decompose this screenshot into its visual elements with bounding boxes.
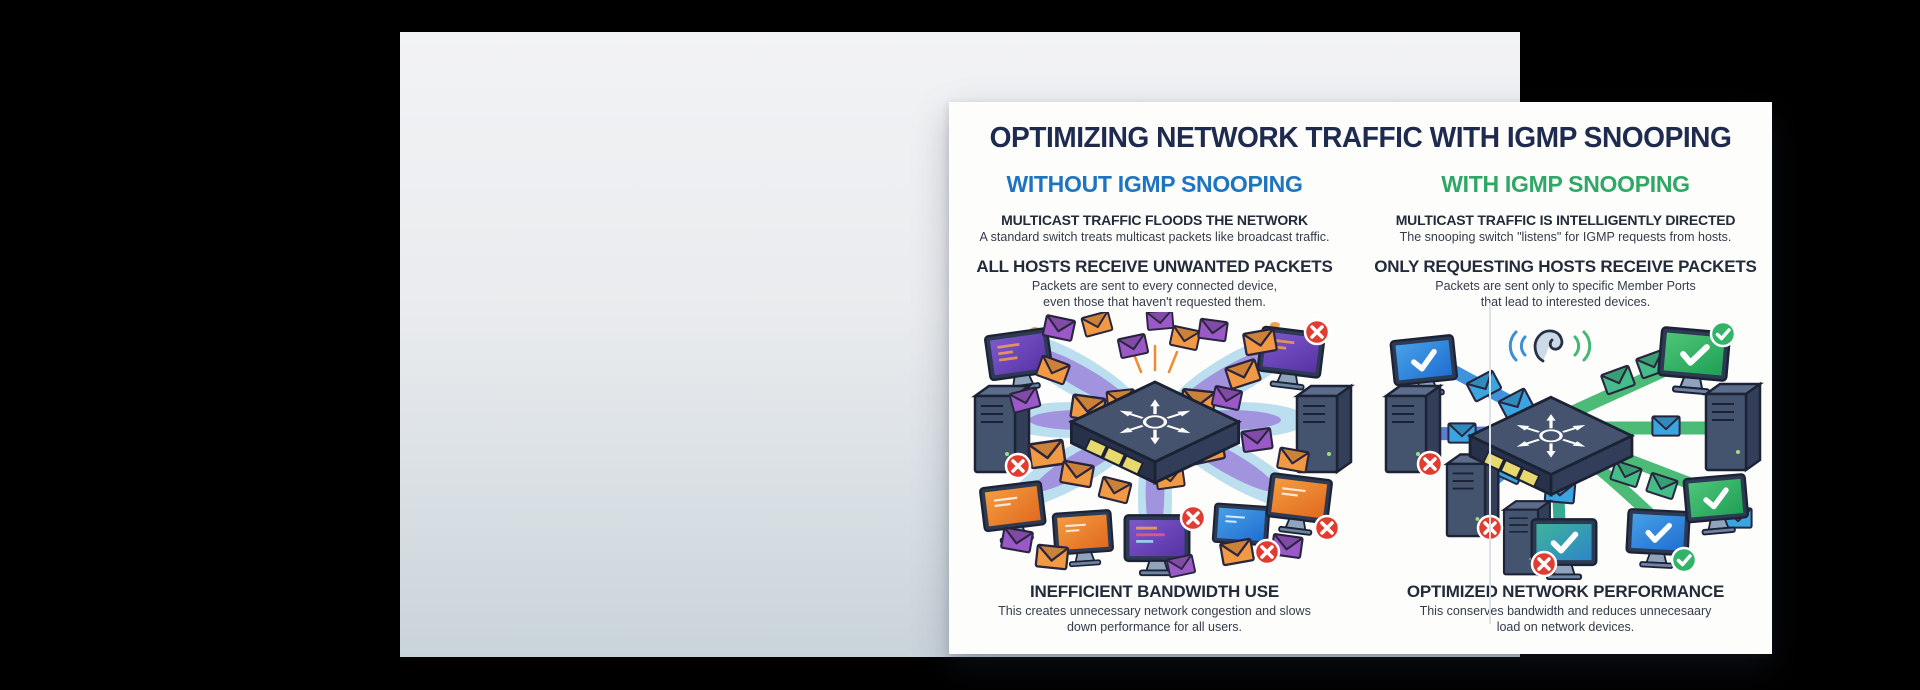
monitor-icon <box>1262 472 1333 539</box>
sound-waves-right <box>1573 330 1591 362</box>
monitor-icon <box>978 480 1049 547</box>
checkmark-icon <box>1550 531 1578 554</box>
with-igmp-heading: WITH IGMP SNOOPING <box>1441 171 1690 197</box>
with-igmp-column: WITH IGMP SNOOPING MULTICAST TRAFFIC IS … <box>1360 165 1771 636</box>
left-footer-title: INEFFICIENT BANDWIDTH USE <box>1029 582 1280 602</box>
check-badge-icon <box>1669 546 1698 574</box>
x-badge-icon <box>1003 452 1032 480</box>
monitor-icon <box>983 327 1056 396</box>
left-point2-caption: Packets are sent to every connected devi… <box>1031 279 1278 309</box>
left-point1-title: MULTICAST TRAFFIC FLOODS THE NETWORK <box>1001 212 1308 228</box>
checkmark-icon <box>1679 344 1710 366</box>
x-badge-icon <box>1312 514 1341 542</box>
right-point2-caption: Packets are sent only to specific Member… <box>1435 279 1696 309</box>
page-title: OPTIMIZING NETWORK TRAFFIC WITH IGMP SNO… <box>989 122 1732 154</box>
right-footer-caption: This conserves bandwidth and reduces unn… <box>1419 604 1712 634</box>
right-point2-title: ONLY REQUESTING HOSTS RECEIVE PACKETS <box>1374 257 1757 276</box>
x-badge-icon <box>1252 538 1281 566</box>
envelope-icon <box>1041 314 1076 343</box>
envelope-icon <box>1168 325 1201 352</box>
monitor-icon <box>1681 473 1751 538</box>
envelope-icon <box>1196 317 1229 343</box>
infographic-card: OPTIMIZING NETWORK TRAFFIC WITH IGMP SNO… <box>949 102 1772 654</box>
checkmark-icon <box>1644 523 1672 544</box>
envelope-icon <box>999 526 1034 554</box>
two-column-layout: WITHOUT IGMP SNOOPING MULTICAST TRAFFIC … <box>949 165 1772 636</box>
left-point1-caption: A standard switch treats multicast packe… <box>979 230 1330 244</box>
column-divider <box>1489 303 1491 624</box>
left-point2-title: ALL HOSTS RECEIVE UNWANTED PACKETS <box>976 257 1333 276</box>
envelope-icon <box>1210 385 1243 412</box>
envelope-icon <box>1034 543 1069 571</box>
x-badge-icon <box>1415 450 1444 478</box>
envelope-icon <box>1650 415 1681 437</box>
envelope-icon <box>1096 475 1133 505</box>
envelope-icon <box>1026 438 1067 470</box>
envelope-icon <box>1239 427 1274 454</box>
envelope-icon <box>1058 459 1095 489</box>
monitor-icon <box>1210 502 1271 559</box>
envelope-icon <box>1165 553 1196 579</box>
without-igmp-heading: WITHOUT IGMP SNOOPING <box>1006 171 1303 197</box>
check-badge-icon <box>1708 320 1737 348</box>
x-badge-icon <box>1178 504 1207 532</box>
without-igmp-column: WITHOUT IGMP SNOOPING MULTICAST TRAFFIC … <box>949 165 1360 636</box>
monitor-icon <box>1388 334 1460 401</box>
envelope-icon <box>1116 333 1149 360</box>
monitor-icon <box>1655 326 1731 398</box>
envelope-icon <box>1241 327 1278 357</box>
monitor-icon <box>1051 509 1115 569</box>
sound-waves-left <box>1508 330 1526 362</box>
right-point1-caption: The snooping switch "listens" for IGMP r… <box>1399 230 1732 244</box>
right-footer-title: OPTIMIZED NETWORK PERFORMANCE <box>1406 582 1725 602</box>
envelope-icon <box>1275 446 1310 474</box>
gray-backdrop: OPTIMIZING NETWORK TRAFFIC WITH IGMP SNO… <box>400 32 1772 657</box>
x-badge-icon <box>1302 318 1331 346</box>
envelope-icon <box>1145 312 1174 332</box>
server-icon <box>1704 383 1761 472</box>
left-footer-caption: This creates unnecessary network congest… <box>998 604 1311 634</box>
right-point1-title: MULTICAST TRAFFIC IS INTELLIGENTLY DIREC… <box>1395 212 1736 228</box>
checkmark-icon <box>1702 487 1729 510</box>
monitor-icon <box>1123 514 1190 577</box>
x-badge-icon <box>1529 550 1558 578</box>
monitor-icon <box>1624 508 1691 571</box>
checkmark-icon <box>1410 349 1437 372</box>
directed-illustration <box>1384 320 1761 581</box>
flood-illustration <box>973 312 1352 579</box>
ear-listening-icon <box>1508 329 1591 363</box>
envelope-icon <box>1218 537 1255 567</box>
envelope-icon <box>1079 312 1114 339</box>
